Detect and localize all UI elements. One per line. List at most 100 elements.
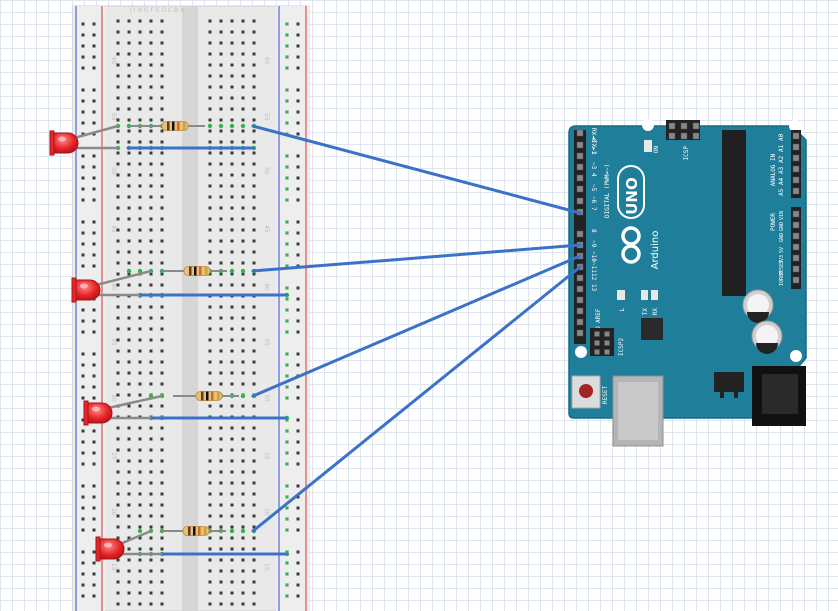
led-resistor-circuits [49, 121, 239, 562]
rx-label: RX [652, 308, 659, 316]
on-led [644, 140, 652, 152]
led-circuit [71, 266, 227, 303]
power-pin-label: GND [779, 233, 785, 242]
power-pin-label: RESET [779, 260, 785, 275]
digital-pin-label: ~10 [590, 251, 597, 262]
row-number: 30 [110, 394, 117, 402]
icsp-pins [668, 122, 700, 140]
capacitor [751, 320, 783, 354]
icsp2-pins [594, 331, 610, 355]
digital-pin-label: ~9 [590, 240, 597, 248]
analog-pin-label: A1 [778, 144, 785, 152]
arduino-logo: UNO Arduino [617, 165, 661, 270]
digital-pin-label: 7 [590, 207, 597, 211]
analog-pin-label: A2 [778, 155, 785, 163]
reset-label: RESET [602, 386, 609, 404]
resistor[interactable] [183, 266, 211, 276]
analog-pin-label: A0 [778, 133, 785, 141]
row-number: 45 [110, 225, 117, 233]
row-number: 55 [110, 113, 117, 121]
power-label: POWER [770, 213, 777, 231]
on-label: ON [653, 146, 660, 154]
arduino-brand-text: Arduino [650, 231, 661, 270]
red-led[interactable] [49, 130, 79, 156]
digital-pin-label: RX◄0 [590, 128, 597, 143]
row-number: 20 [263, 508, 270, 516]
mounting-hole [575, 346, 587, 358]
led-anode-leg [95, 269, 152, 287]
power-pin-label: IOREF [779, 271, 785, 286]
power-pin-label: GND [779, 222, 785, 231]
digital-pin-label: ~3 [590, 162, 597, 170]
digital-pin-label: 8 [590, 229, 597, 233]
row-number: 60 [110, 57, 117, 65]
row-number: 55 [263, 113, 270, 121]
digital-pin-label: 12 [590, 273, 597, 281]
signal-wire-pin-9[interactable] [251, 243, 582, 273]
resistor[interactable] [161, 121, 189, 131]
l-led [617, 290, 625, 300]
power-pin-label: 5V [779, 247, 785, 253]
digital-pin-label: ~6 [590, 196, 597, 204]
row-number: 50 [110, 167, 117, 175]
analog-pin-label: A3 [778, 166, 785, 174]
column-letters-top: J I H G F E D C B A [129, 7, 185, 14]
right-power-rail [276, 6, 309, 611]
signal-wire-pin-10[interactable] [251, 254, 582, 398]
power-pin-label: VIN [779, 211, 785, 220]
infinity-loop-top [621, 226, 641, 246]
row-number: 25 [263, 452, 270, 460]
row-number: 15 [263, 563, 270, 571]
digital-pin-label: ~5 [590, 184, 597, 192]
digital-pin-label: 2 [590, 151, 597, 155]
atmega-chip [722, 130, 746, 296]
uno-text: UNO [623, 177, 641, 215]
analog-header [791, 130, 801, 198]
red-led[interactable] [71, 277, 101, 303]
infinity-loop-bottom [621, 244, 641, 264]
usb-chip [641, 318, 663, 340]
digital-pin-label: 13 [590, 284, 597, 292]
digital-label: DIGITAL (PWM=~) [604, 164, 611, 218]
mounting-hole [790, 350, 802, 362]
voltage-regulator [714, 372, 744, 392]
tx-label: TX [642, 308, 649, 316]
right-header-pins [792, 132, 800, 284]
icsp2-label: ICSP2 [618, 338, 625, 356]
digital-pin-label: TX►1 [590, 140, 597, 155]
led-anode-leg [107, 394, 163, 410]
digital-pin-label: 4 [590, 173, 597, 177]
row-number: 40 [110, 283, 117, 291]
led-circuit [49, 121, 205, 156]
row-number: 50 [263, 167, 270, 175]
row-number: 15 [110, 563, 117, 571]
led-anode-leg [73, 124, 119, 140]
row-number: 60 [263, 57, 270, 65]
row-number: 20 [110, 508, 117, 516]
uno-badge [617, 165, 645, 219]
row-number: 35 [110, 338, 117, 346]
red-led[interactable] [95, 536, 125, 562]
jumper-wires [126, 124, 582, 556]
resistor[interactable] [195, 391, 223, 401]
left-power-rail [73, 6, 105, 611]
power-pin-label: 3V3 [779, 255, 785, 264]
usb-connector [612, 375, 664, 447]
analog-label: ANALOG IN [770, 153, 777, 186]
signal-wire-pin-11[interactable] [251, 265, 582, 533]
red-led[interactable] [83, 400, 113, 426]
resistor[interactable] [182, 526, 210, 536]
row-number: 40 [263, 283, 270, 291]
reset-button[interactable] [571, 375, 601, 409]
led-anode-leg [119, 529, 152, 546]
signal-wire-pin-7[interactable] [251, 124, 582, 215]
icsp-label: ICSP [683, 146, 690, 161]
rx-led [651, 290, 658, 300]
analog-pin-label: A4 [778, 177, 785, 185]
